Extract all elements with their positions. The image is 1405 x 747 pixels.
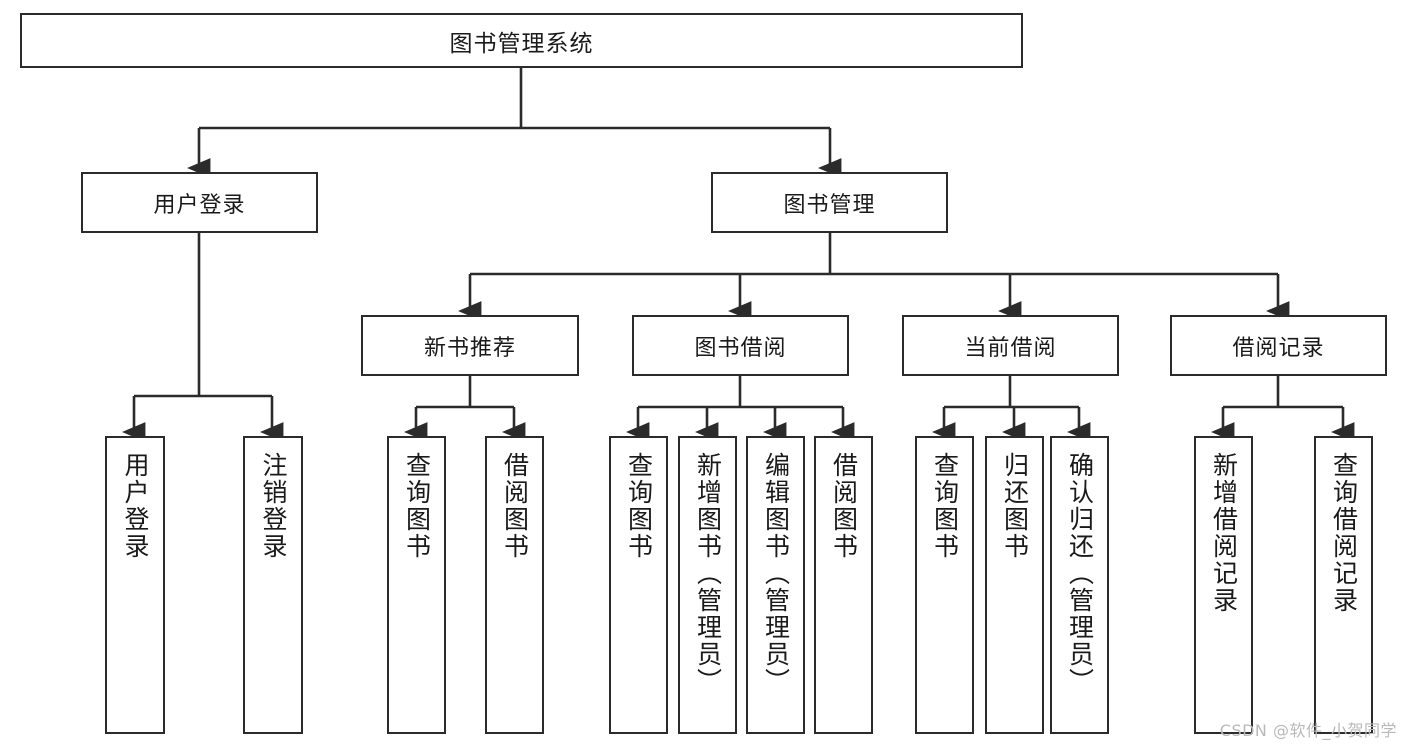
node-label: 新增图书（管理员） [693,452,723,695]
node-label: 归还图书 [1000,452,1030,560]
node-label: 查询图书 [402,452,432,560]
leaf-borrow-record-add[interactable]: 新增借阅记录 [1194,436,1253,734]
node-label: 借阅图书 [500,452,530,560]
leaf-book-borrow-add-admin[interactable]: 新增图书（管理员） [678,436,737,734]
node-label: 查询借阅记录 [1329,452,1359,614]
node-label: 借阅记录 [1232,335,1325,361]
node-label: 查询图书 [624,452,654,560]
node-new-book-recommend[interactable]: 新书推荐 [361,315,579,376]
leaf-current-borrow-query[interactable]: 查询图书 [915,436,974,734]
node-label: 新书推荐 [423,335,516,361]
node-root-book-management-system[interactable]: 图书管理系统 [20,13,1023,68]
watermark: CSDN @软件_小贺同学 [1219,721,1397,740]
node-label: 用户登录 [121,452,150,560]
node-label: 当前借阅 [964,335,1057,361]
node-label: 图书借阅 [694,335,787,361]
node-user-login[interactable]: 用户登录 [81,172,318,233]
leaf-borrow-record-query[interactable]: 查询借阅记录 [1314,436,1373,734]
leaf-new-book-borrow[interactable]: 借阅图书 [485,436,544,734]
leaf-new-book-query[interactable]: 查询图书 [387,436,446,734]
leaf-user-login-logout[interactable]: 注销登录 [243,436,303,734]
leaf-book-borrow-borrow[interactable]: 借阅图书 [814,436,873,734]
node-borrow-record[interactable]: 借阅记录 [1170,315,1387,376]
node-label: 查询图书 [930,452,960,560]
leaf-current-borrow-confirm-return-admin[interactable]: 确认归还（管理员） [1050,436,1109,734]
node-book-borrow[interactable]: 图书借阅 [632,315,849,376]
leaf-current-borrow-return[interactable]: 归还图书 [985,436,1044,734]
leaf-user-login-login[interactable]: 用户登录 [105,436,165,734]
node-book-management[interactable]: 图书管理 [711,172,948,233]
node-label: 编辑图书（管理员） [761,452,791,695]
node-current-borrow[interactable]: 当前借阅 [902,315,1119,376]
node-label: 图书管理系统 [449,30,594,57]
node-label: 图书管理 [783,192,876,218]
leaf-book-borrow-edit-admin[interactable]: 编辑图书（管理员） [746,436,805,734]
node-label: 借阅图书 [829,452,859,560]
node-label: 用户登录 [153,192,246,218]
leaf-book-borrow-query[interactable]: 查询图书 [609,436,668,734]
node-label: 确认归还（管理员） [1065,452,1095,695]
node-label: 新增借阅记录 [1209,452,1239,614]
node-label: 注销登录 [259,452,288,560]
